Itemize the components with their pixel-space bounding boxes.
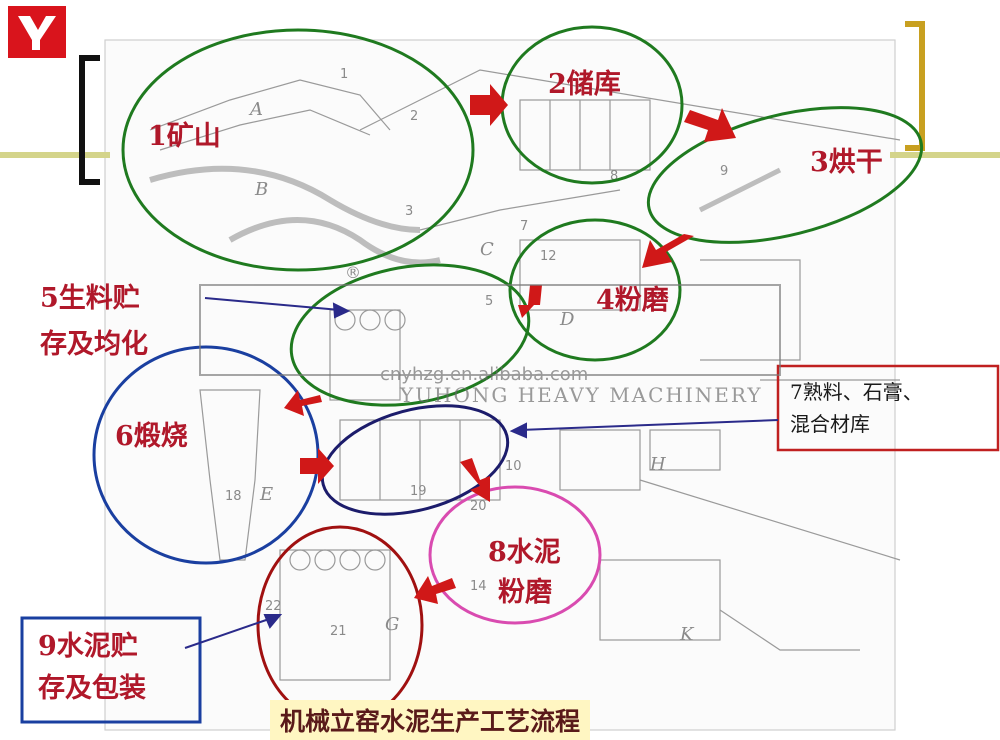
num-10: 10 <box>505 459 522 474</box>
num-8: 8 <box>610 169 618 184</box>
stage-outlines <box>92 25 924 725</box>
label-grinding: 4粉磨 <box>596 285 669 316</box>
left-bracket <box>79 55 100 185</box>
num-5: 5 <box>485 294 493 309</box>
ellipse-raw-meal <box>289 263 531 407</box>
label-packing: 9水泥贮 存及包装 <box>38 626 146 710</box>
ellipse-drying <box>646 106 924 244</box>
label-clinker-line1: 7熟料、石膏、 <box>790 380 923 404</box>
num-14: 14 <box>470 579 487 594</box>
arrow-2-3 <box>684 108 736 142</box>
num-12: 12 <box>540 249 557 264</box>
num-7: 7 <box>520 219 528 234</box>
drawing-letters: A B C D E G H K <box>248 99 695 645</box>
arrow-4-5 <box>518 285 542 318</box>
ellipse-mine <box>121 28 475 272</box>
num-18: 18 <box>225 489 242 504</box>
num-1: 1 <box>340 67 348 82</box>
letter-d: D <box>559 309 575 330</box>
label-clinker: 7熟料、石膏、 混合材库 <box>790 376 923 440</box>
letter-g: G <box>385 614 399 635</box>
label-storage: 2储库 <box>548 69 621 100</box>
label-packing-line1: 9水泥贮 <box>38 631 138 662</box>
num-22: 22 <box>265 599 282 614</box>
diagram-title: 机械立窑水泥生产工艺流程 <box>270 700 591 740</box>
num-2: 2 <box>410 109 418 124</box>
watermark-brand: YUHONG HEAVY MACHINERY <box>399 383 763 407</box>
company-logo <box>8 6 66 58</box>
arrow-3-4 <box>642 234 694 268</box>
box-clinker-label <box>776 364 1000 452</box>
num-19: 19 <box>410 484 427 499</box>
ellipse-clinker <box>320 404 510 516</box>
watermark-url: cnyhzg.en.alibaba.com <box>380 364 588 385</box>
letter-k: K <box>679 624 695 645</box>
ellipse-cement-mill <box>428 485 602 625</box>
right-bracket <box>905 21 925 151</box>
label-clinker-line2: 混合材库 <box>790 412 870 436</box>
num-20: 20 <box>470 499 487 514</box>
watermark: ® cnyhzg.en.alibaba.com YUHONG HEAVY MAC… <box>199 263 781 407</box>
num-9: 9 <box>720 164 728 179</box>
label-mine: 1矿山 <box>148 121 221 152</box>
drawing-background <box>104 39 901 731</box>
num-21: 21 <box>330 624 347 639</box>
label-cement-mill: 8水泥 粉磨 <box>488 533 561 613</box>
label-packing-line2: 存及包装 <box>38 673 146 704</box>
letter-b: B <box>254 179 268 200</box>
num-3: 3 <box>405 204 413 219</box>
arrow-5-6 <box>284 390 322 416</box>
arrow-8-9 <box>414 576 456 604</box>
label-kiln: 6煅烧 <box>115 421 188 452</box>
letter-a: A <box>248 99 263 120</box>
label-cement-mill-line2: 粉磨 <box>498 577 552 608</box>
label-raw-meal-line1: 5生料贮 <box>40 283 140 314</box>
letter-e: E <box>259 484 273 505</box>
letter-h: H <box>649 454 666 475</box>
drawing-numbers: 1 2 3 5 7 8 9 10 12 14 18 19 20 21 22 <box>225 67 728 639</box>
box-packing-label <box>20 616 202 724</box>
pointer-arrows <box>184 297 779 649</box>
label-raw-meal-line2: 存及均化 <box>40 329 148 360</box>
label-drying: 3烘干 <box>810 147 883 178</box>
registered-mark: ® <box>345 263 361 282</box>
arrow-1-2 <box>470 84 508 126</box>
label-cement-mill-line1: 8水泥 <box>488 537 561 568</box>
arrow-7-8 <box>460 458 490 502</box>
letter-c: C <box>480 239 494 260</box>
flow-arrows <box>284 84 736 604</box>
ellipse-grinding <box>508 218 682 362</box>
label-raw-meal: 5生料贮 存及均化 <box>40 276 148 368</box>
arrow-6-7 <box>300 448 334 484</box>
